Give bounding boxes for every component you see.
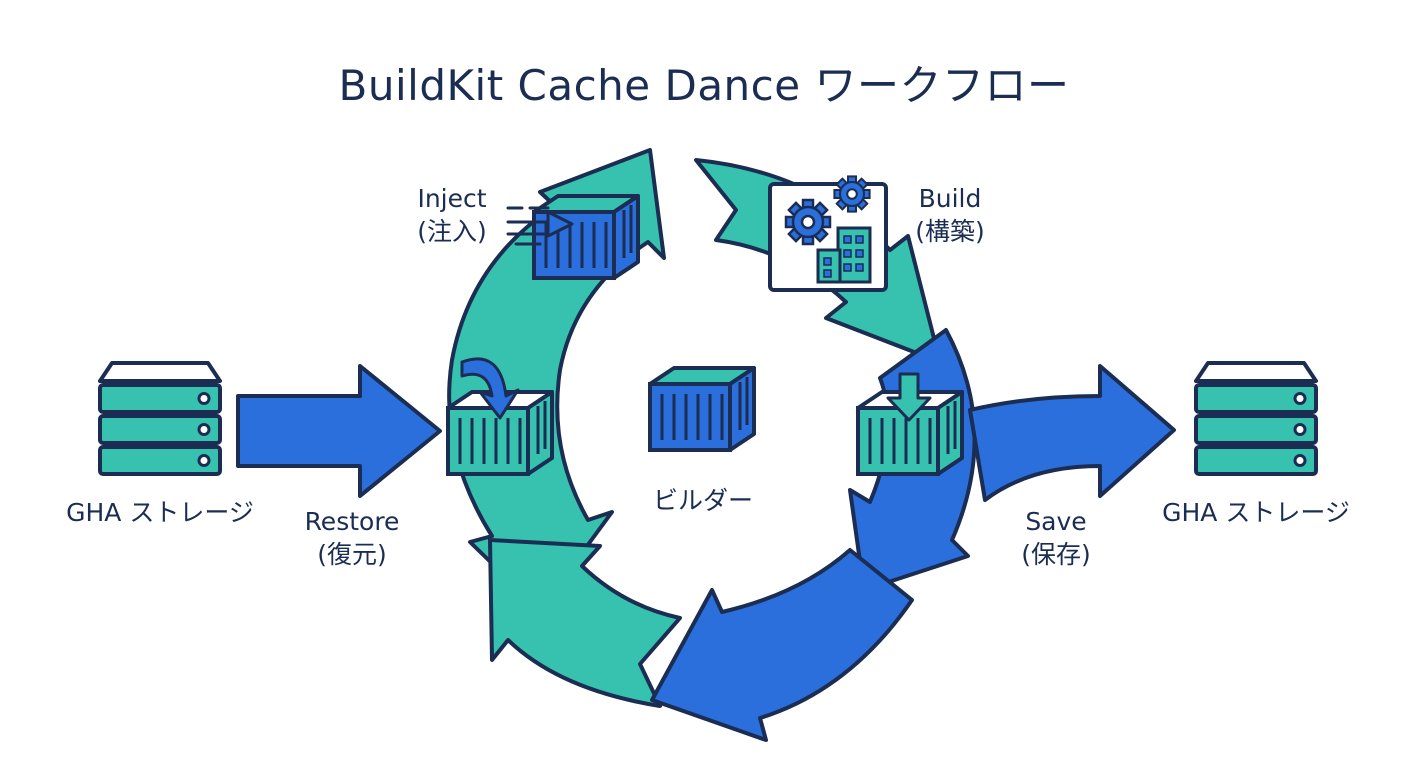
gear-icon-large — [784, 198, 832, 246]
container-icon-builder — [648, 366, 756, 452]
inject-label-ja: (注入) — [417, 217, 487, 246]
storage-left-label: GHA ストレージ — [66, 498, 254, 527]
build-label: Build (構築) — [900, 182, 1000, 248]
save-arrow — [968, 364, 1176, 502]
build-label-en: Build — [918, 184, 982, 213]
server-icon-right — [1194, 361, 1318, 476]
cycle-arrow-bottom-to-restore — [488, 538, 682, 708]
building-icon — [816, 226, 872, 284]
inject-label-en: Inject — [417, 184, 487, 213]
page-title: BuildKit Cache Dance ワークフロー — [338, 61, 1070, 110]
build-label-ja: (構築) — [915, 217, 985, 246]
server-icon-left — [98, 361, 222, 476]
build-panel — [768, 175, 888, 292]
restore-label-en: Restore — [304, 507, 400, 536]
storage-right-label: GHA ストレージ — [1162, 498, 1350, 527]
restore-arrow — [236, 364, 442, 498]
builder-label: ビルダー — [652, 486, 753, 515]
inject-label: Inject (注入) — [402, 182, 502, 248]
restore-label-ja: (復元) — [317, 540, 387, 569]
gear-icon-small — [833, 175, 871, 213]
container-icon-inject — [532, 194, 640, 280]
save-label: Save (保存) — [1004, 505, 1108, 571]
cycle-arrow-bottom-blue — [650, 548, 914, 742]
save-label-en: Save — [1025, 507, 1087, 536]
arrow-down-icon-save — [886, 372, 932, 422]
restore-label: Restore (復元) — [290, 505, 414, 571]
arrow-down-icon-restore — [460, 357, 520, 420]
save-label-ja: (保存) — [1021, 540, 1091, 569]
